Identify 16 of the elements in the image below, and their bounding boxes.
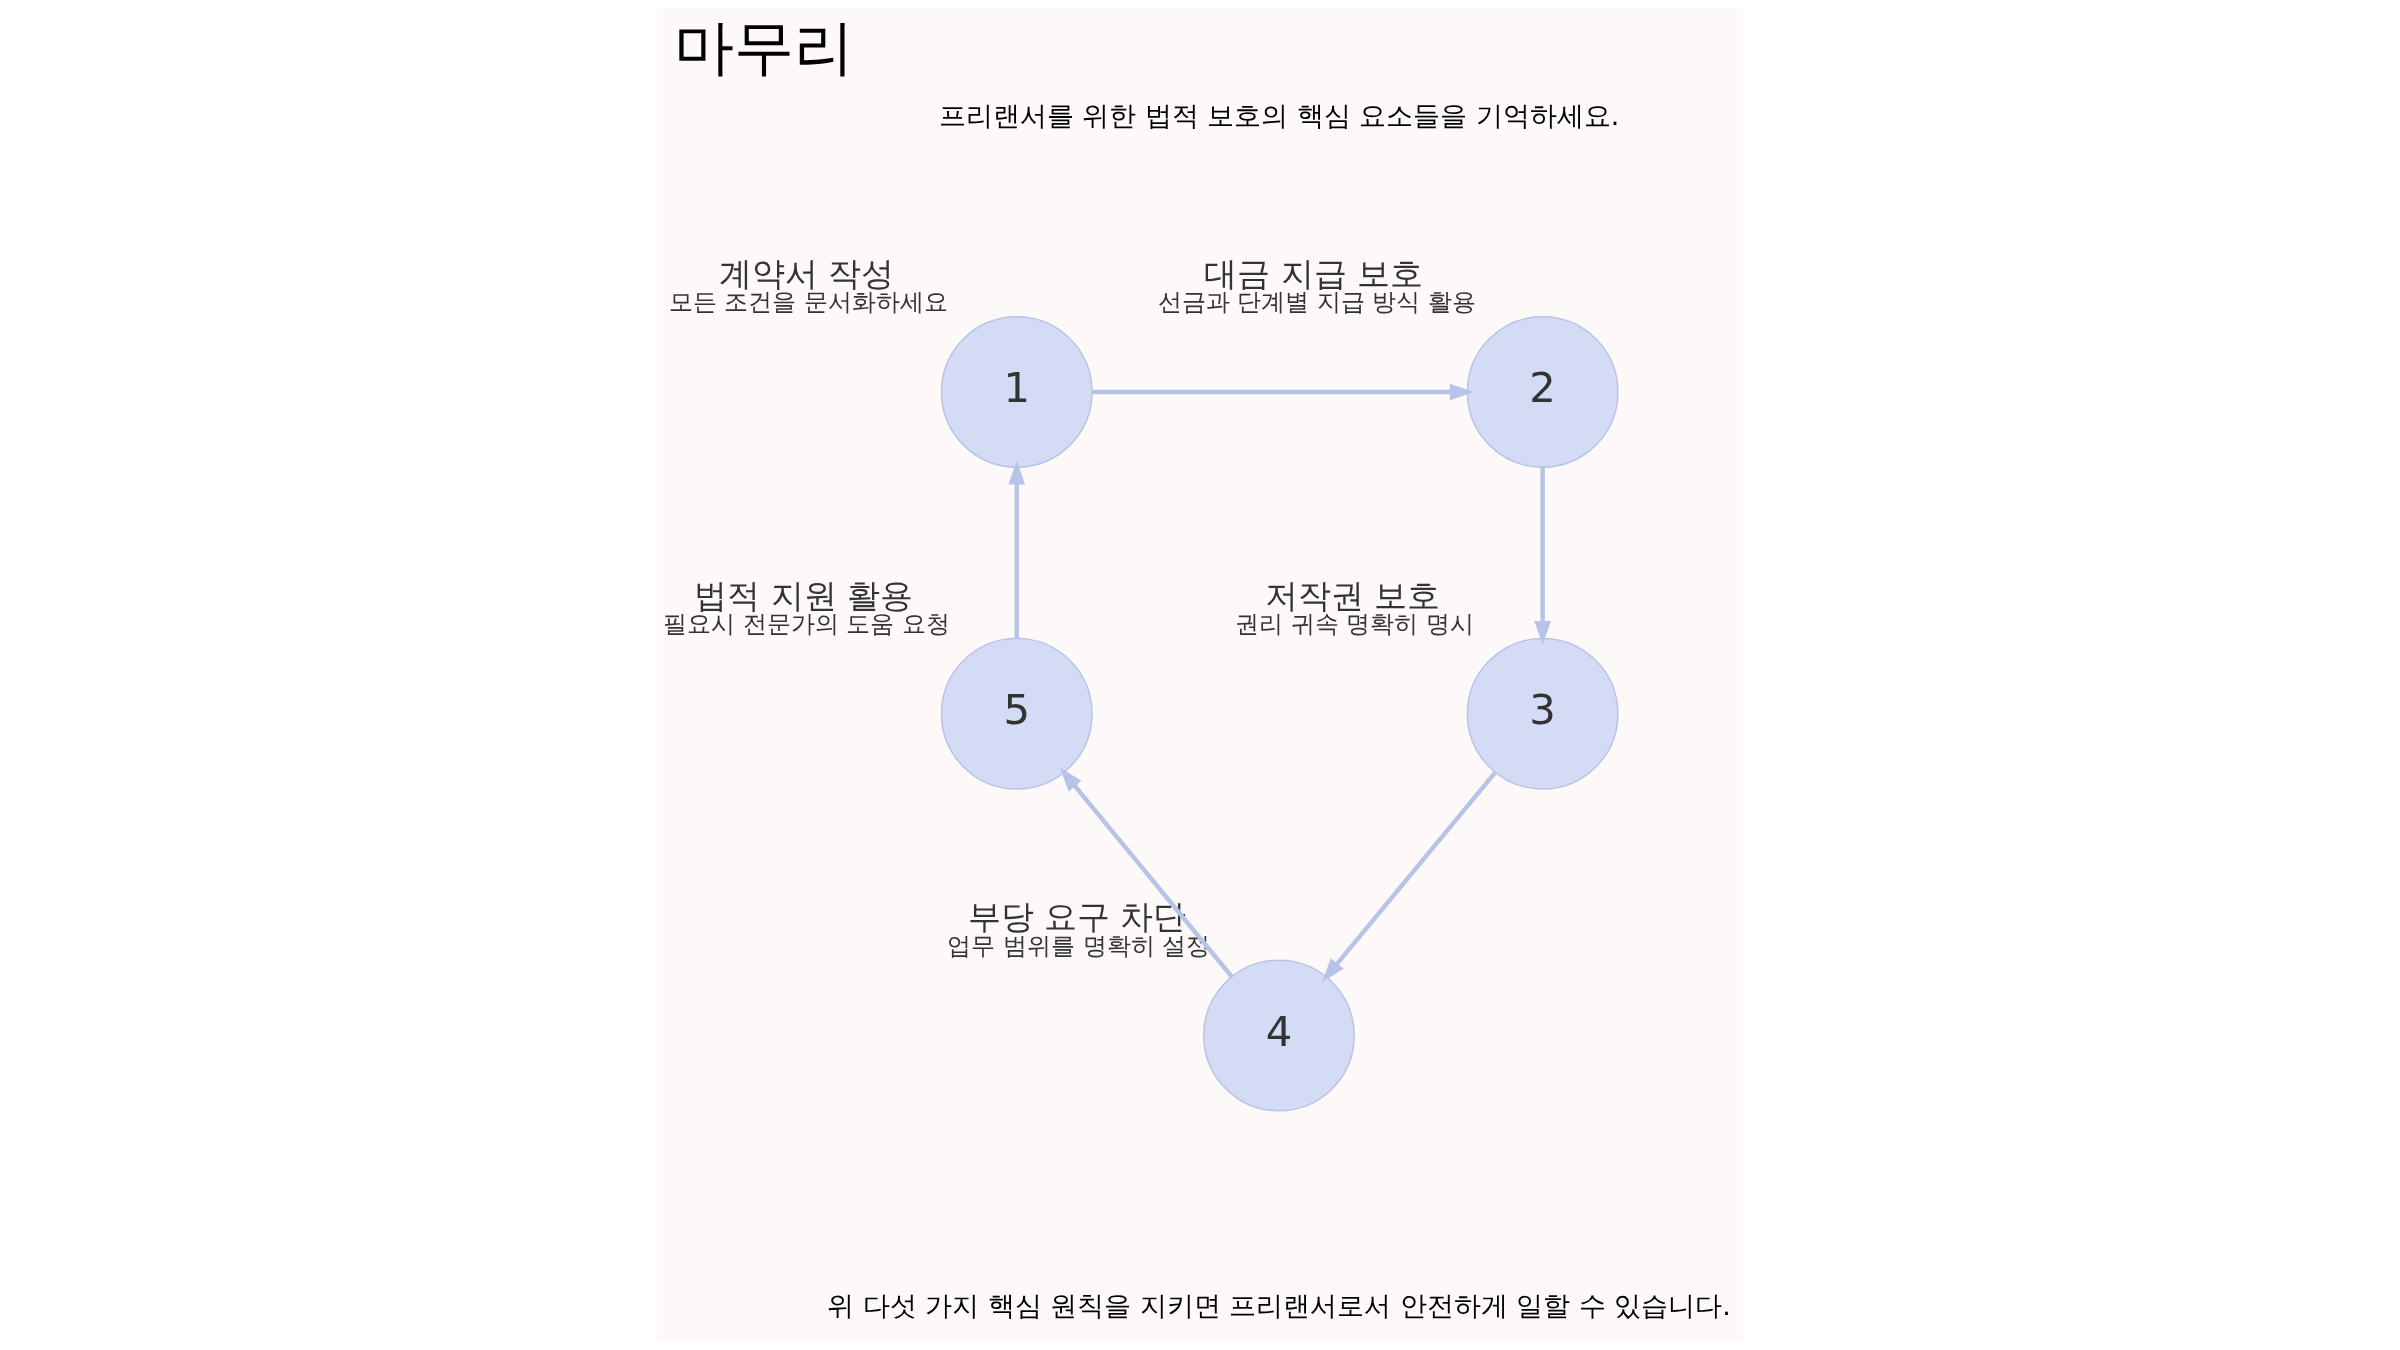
arrow: [1092, 383, 1474, 401]
label: 프리랜서를 위한 법적 보호의 핵심 요소들을 기억하세요.: [938, 100, 1620, 132]
arrow: [1322, 771, 1497, 982]
diagram-title: 마무리: [674, 12, 855, 82]
node-label: 부당 요구 차단: [967, 898, 1187, 937]
arrow: [1008, 460, 1026, 639]
label: 위 다섯 가지 핵심 원칙을 지키면 프리랜서로서 안전하게 일할 수 있습니다.: [827, 1290, 1731, 1322]
arrow: [1059, 767, 1234, 979]
node-label: 대금 지급 보호: [1204, 254, 1424, 293]
node-label: 저작권 보호: [1264, 576, 1441, 615]
node-label: 계약서 작성: [718, 254, 895, 293]
node-label: 법적 지원 활용: [694, 576, 914, 615]
node-circle: 3: [1466, 637, 1619, 790]
node-circle: 1: [940, 315, 1093, 468]
node-circle: 2: [1466, 315, 1619, 468]
arrow: [1534, 467, 1551, 645]
